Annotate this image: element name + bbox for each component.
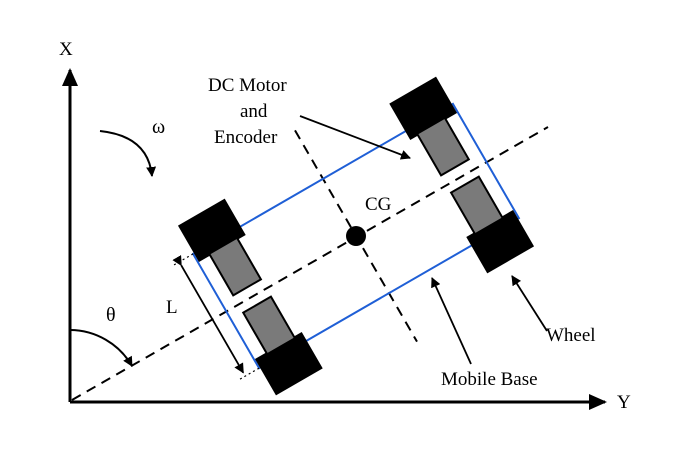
dc-motor-label-line1: DC Motor [208,75,287,96]
wheel-front-right [449,175,535,274]
dc-motor-leader [299,115,411,160]
wheel-tire [177,198,246,263]
cg-label: CG [365,194,392,215]
length-dimension-line [172,255,245,374]
x-axis-label: X [59,39,73,60]
wheel-leader [511,275,548,332]
theta-label: θ [106,304,116,326]
omega-label: ω [152,116,165,138]
omega-arrow [99,130,157,177]
dimension-extension-top [173,253,194,266]
dc-motor-label-line2: and [240,101,268,122]
dc-motor-encoder [449,175,505,236]
wheel-front-left [389,76,471,177]
wheel-label: Wheel [546,325,596,346]
length-label: L [166,297,178,318]
wheel-rear-left [177,198,263,297]
wheel-tire [389,76,458,141]
dc-motor-encoder [241,295,297,356]
dc-motor-encoder [415,116,471,177]
mobile-base-leader [431,277,472,365]
wheel-tire [254,331,323,396]
wheel-tire [466,209,535,274]
theta-arc [69,329,133,367]
wheel-rear-right [241,295,323,396]
dc-motor-label-line3: Encoder [214,127,278,148]
center-of-gravity-dot [346,226,366,246]
mobile-base-label: Mobile Base [441,369,538,390]
y-axis-label: Y [617,392,631,413]
robot-body [172,76,535,396]
dimension-extension-bottom [239,367,260,380]
heading-line [71,126,549,401]
